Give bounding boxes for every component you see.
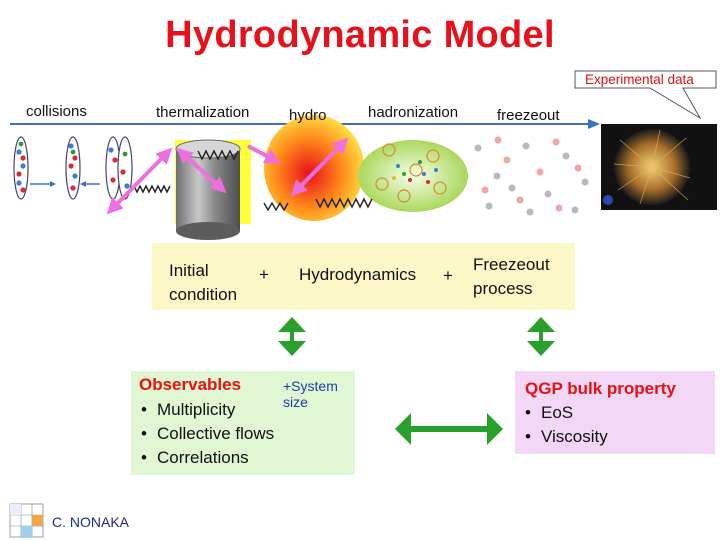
callout-bubble (574, 70, 717, 120)
observables-qgp-link-arrow (395, 413, 503, 445)
plus-sign: + (259, 265, 269, 284)
list-item: Multiplicity (131, 398, 274, 422)
list-item: Collective flows (131, 422, 274, 446)
stage-label-thermalization: thermalization (156, 104, 250, 121)
freezeout-process-line2: process (473, 279, 533, 298)
observables-heading: Observables (139, 375, 242, 394)
institution-logo (9, 503, 44, 538)
hydrodynamics-label: Hydrodynamics (299, 265, 417, 284)
list-item: Viscosity (515, 425, 608, 449)
page-title: Hydrodynamic Model (165, 14, 555, 56)
experimental-event-display-icon (601, 124, 717, 210)
list-item: EoS (515, 401, 608, 425)
observables-box: Observables +System size Multiplicity Co… (131, 371, 355, 475)
freezeout-to-qgp-arrow (527, 317, 555, 356)
initial-to-observables-arrow (278, 317, 306, 356)
initial-condition-label: Initial condition (169, 259, 237, 307)
freezeout-process-line1: Freezeout (473, 255, 550, 274)
stage-label-hydro: hydro (289, 107, 327, 124)
qgp-heading: QGP bulk property (525, 379, 676, 398)
initial-condition-line1: Initial (169, 261, 209, 280)
collision-nuclei-icon (13, 136, 133, 200)
green-arrows (278, 317, 555, 445)
stage-label-freezeout: freezeout (497, 107, 560, 124)
qgp-list: EoS Viscosity (515, 401, 608, 449)
model-components-box: Initial condition + Hydrodynamics + Free… (152, 243, 575, 310)
author-name: C. NONAKA (52, 514, 130, 530)
experimental-data-callout: Experimental data (585, 72, 694, 87)
expansion-arrows (106, 137, 349, 215)
stage-label-hadronization: hadronization (368, 104, 459, 121)
freezeout-process-label: Freezeout process (473, 253, 550, 301)
system-size-label: +System size (283, 378, 338, 410)
observables-list: Multiplicity Collective flows Correlatio… (131, 398, 274, 470)
freezeout-particles-icon (474, 136, 589, 216)
hadronization-icon (358, 140, 468, 212)
qgp-property-box: QGP bulk property EoS Viscosity (515, 371, 715, 454)
initial-condition-line2: condition (169, 285, 238, 304)
list-item: Correlations (131, 446, 274, 470)
plus-sign: + (443, 266, 453, 285)
stage-label-collisions: collisions (26, 103, 87, 120)
